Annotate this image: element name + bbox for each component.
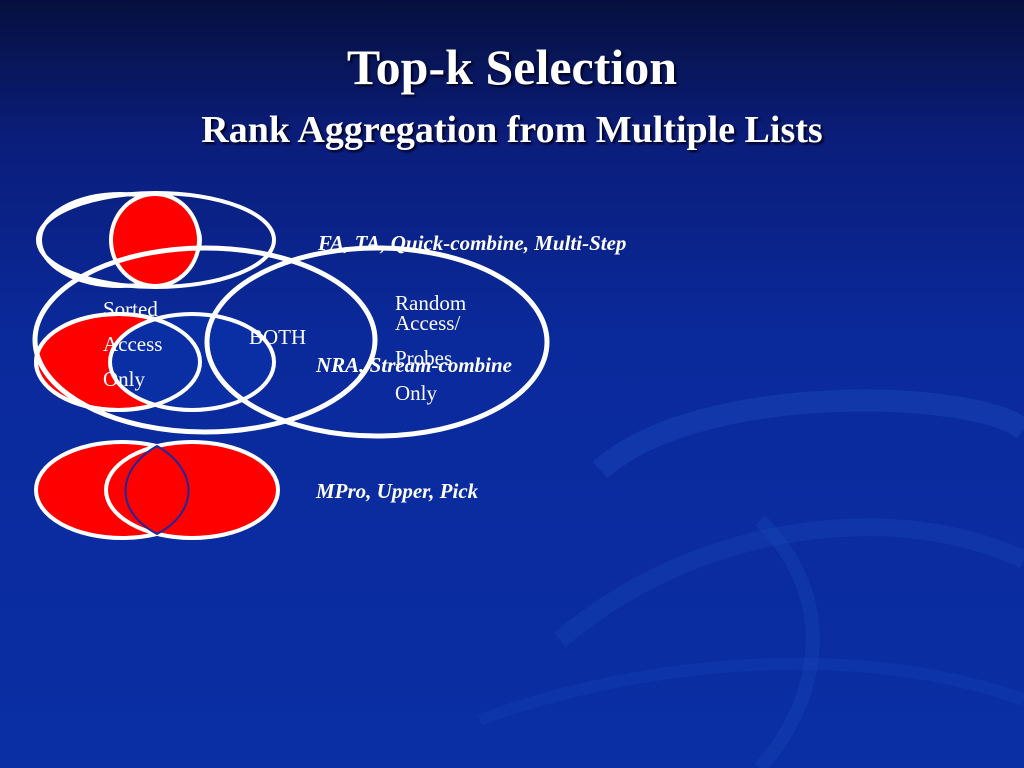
- random-access-label-line2: Access/: [395, 311, 461, 335]
- sorted-access-label-line3: Only: [103, 367, 145, 391]
- row2-right-circle: [108, 312, 276, 412]
- random-access-label-line1: Random: [395, 291, 467, 315]
- row1-intersection: [109, 192, 201, 288]
- page-title: Top-k Selection: [346, 39, 678, 95]
- row3-algorithms-label: MPro, Upper, Pick: [316, 479, 479, 503]
- both-label: BOTH: [249, 325, 307, 349]
- row3-intersection: [124, 444, 190, 536]
- venn-row3: [34, 440, 280, 540]
- random-access-label-line4: Only: [395, 381, 437, 405]
- venn-row2: [34, 312, 276, 412]
- row1-algorithms-label: FA, TA, Quick-combine, Multi-Step: [318, 231, 627, 255]
- sorted-access-label-line2: Access: [103, 332, 163, 356]
- random-access-label-line3: Probes: [395, 346, 453, 370]
- random-access-circle: [204, 245, 550, 439]
- sorted-access-circle: [32, 245, 378, 435]
- sorted-access-label-line1: Sorted: [103, 297, 158, 321]
- row2-algorithms-label: NRA, Stream-combine: [316, 353, 513, 377]
- page-subtitle: Rank Aggregation from Multiple Lists: [201, 109, 823, 151]
